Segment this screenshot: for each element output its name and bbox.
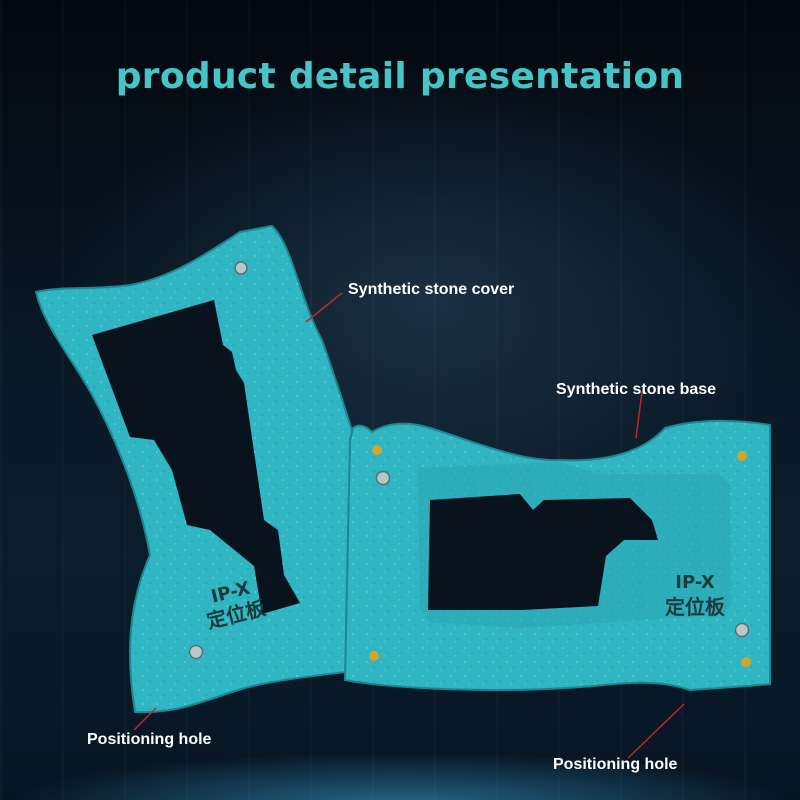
base-positioning-pin-left [375, 470, 391, 486]
base-cutout [428, 494, 658, 610]
cover-pointer-line [305, 292, 343, 323]
label-positioning-hole-right: Positioning hole [553, 756, 678, 773]
base-engraving-model: IP-X [675, 572, 715, 593]
page-title: product detail presentation [115, 56, 685, 97]
left-hole-pointer-line [133, 707, 157, 731]
cover-positioning-hole-top [234, 261, 248, 275]
base-screw-top-right [737, 451, 747, 461]
cover-positioning-hole-bottom [188, 644, 204, 660]
base-screw-bottom-right [741, 657, 751, 667]
label-positioning-hole-left: Positioning hole [87, 731, 212, 748]
base-positioning-pin-right [734, 622, 750, 638]
base-engraving-name: 定位板 [665, 595, 726, 619]
base-pointer-line [635, 391, 643, 439]
floor-glow [0, 710, 800, 800]
synthetic-stone-base: IP-X 定位板 [343, 419, 771, 692]
label-synthetic-stone-base: Synthetic stone base [556, 381, 717, 398]
base-screw-top-left [372, 445, 382, 455]
synthetic-stone-cover: IP-X 定位板 [34, 224, 397, 714]
cover-cutout [92, 300, 300, 614]
right-hole-pointer-line [627, 703, 685, 759]
base-screw-bottom-left [369, 651, 379, 661]
label-synthetic-stone-cover: Synthetic stone cover [348, 281, 515, 298]
